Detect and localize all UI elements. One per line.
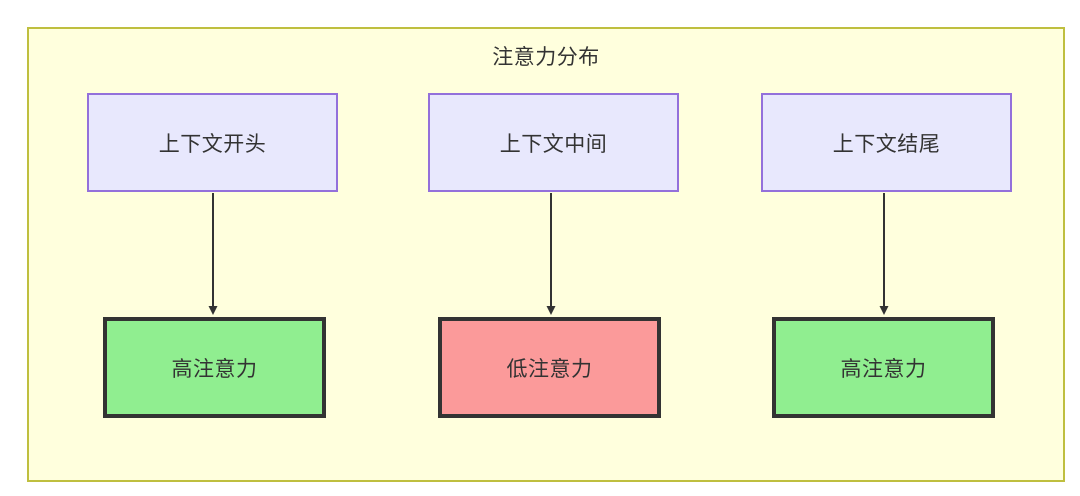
- node-ctx-middle[interactable]: 上下文中间: [428, 93, 679, 192]
- node-label: 高注意力: [840, 357, 927, 381]
- node-label: 上下文中间: [499, 132, 608, 156]
- node-ctx-start[interactable]: 上下文开头: [87, 93, 338, 192]
- node-label: 上下文结尾: [832, 132, 941, 156]
- node-label: 上下文开头: [158, 132, 267, 156]
- node-attn-low[interactable]: 低注意力: [438, 317, 661, 418]
- node-label: 高注意力: [171, 357, 258, 381]
- node-label: 低注意力: [506, 357, 593, 381]
- node-ctx-end[interactable]: 上下文结尾: [761, 93, 1012, 192]
- subgraph-title: 注意力分布: [492, 46, 600, 69]
- node-attn-high-1[interactable]: 高注意力: [103, 317, 326, 418]
- node-attn-high-2[interactable]: 高注意力: [772, 317, 995, 418]
